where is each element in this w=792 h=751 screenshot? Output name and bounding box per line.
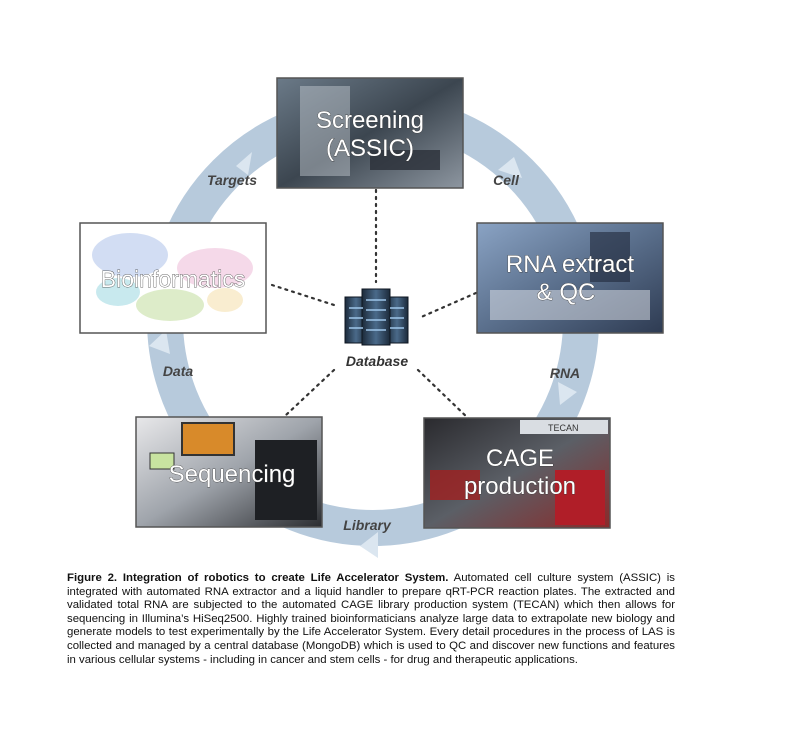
flow-label-library: Library [343,517,392,533]
database-connectors [268,188,478,432]
node-rna-extract: RNA extract & QC [476,222,664,334]
las-cycle-diagram: Screening (ASSIC) RNA extract & QC TECAN… [79,77,664,558]
screening-label-line1: Screening [316,107,424,134]
flow-label-targets: Targets [207,172,257,188]
rna-extract-label-line1: RNA extract [506,251,634,278]
arrowhead-library [360,532,378,558]
network-graph [92,233,253,321]
flow-label-rna: RNA [550,365,580,381]
connector-sequencing [268,368,336,432]
sequencing-label: Sequencing [169,461,296,488]
flow-label-cell: Cell [493,172,520,188]
flow-label-data: Data [163,363,194,379]
bioinformatics-photo [79,222,267,334]
arrowhead-cell [498,157,522,178]
node-sequencing: Sequencing [135,416,323,528]
rna-extract-label-line2: & QC [537,279,596,306]
caption-body: Automated cell culture system (ASSIC) is… [67,572,675,666]
arrowhead-rna [558,382,577,405]
connector-rna [417,291,478,320]
bioinformatics-label: Bioinformatics [101,266,245,292]
connector-bioinformatics [270,283,336,307]
node-screening: Screening (ASSIC) [276,77,464,189]
cage-label-line2: production [464,473,576,500]
tecan-logo: TECAN [548,423,579,433]
arrowhead-data [149,330,170,354]
database-icon [344,288,409,346]
cage-label-line1: CAGE [486,445,554,472]
flow-arrowheads [149,152,577,558]
node-bioinformatics: Bioinformatics [79,222,267,334]
screening-label-line2: (ASSIC) [326,135,414,162]
node-cage: TECAN CAGE production [423,417,611,529]
connector-cage [416,368,472,422]
database-label: Database [346,353,408,369]
caption-title: Figure 2. Integration of robotics to cre… [67,572,449,584]
arrowhead-targets [236,152,252,175]
figure-caption: Figure 2. Integration of robotics to cre… [67,572,675,667]
